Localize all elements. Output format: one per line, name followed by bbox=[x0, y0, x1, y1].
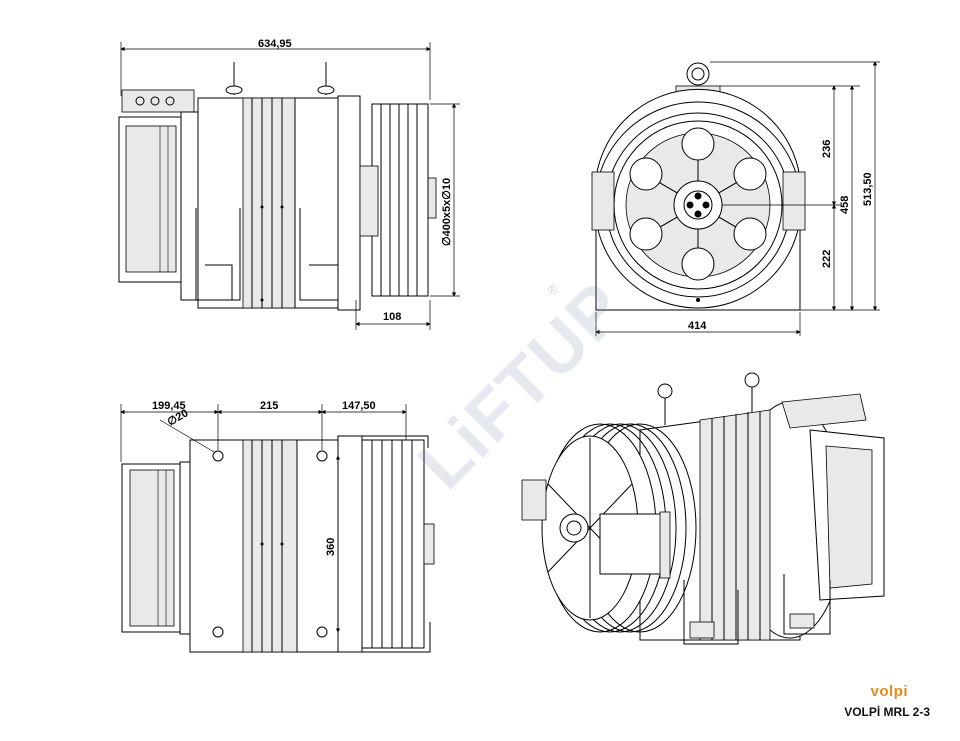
mount-a-label: 199,45 bbox=[152, 400, 186, 412]
sheave-label: ∅400x5x∅10 bbox=[441, 178, 453, 246]
top-view bbox=[121, 435, 435, 653]
mount-c-label: 147,50 bbox=[342, 400, 376, 412]
height-mid-label: 458 bbox=[839, 196, 851, 214]
dimension-sheave: ∅400x5x∅10 bbox=[430, 103, 460, 297]
mount-depth-label: 360 bbox=[325, 538, 337, 556]
height-total-label: 513,50 bbox=[862, 172, 874, 206]
front-view bbox=[591, 62, 806, 311]
dimension-sheave-width: 108 bbox=[355, 300, 431, 330]
dimension-heights: 236 222 458 513,50 bbox=[710, 61, 880, 311]
brand-logo: volpi bbox=[870, 683, 908, 700]
mount-b-label: 215 bbox=[260, 400, 278, 412]
watermark-registered-mark: ® bbox=[548, 282, 558, 297]
model-name: VOLPİ MRL 2-3 bbox=[844, 705, 930, 719]
height-top-label: 236 bbox=[821, 140, 833, 158]
dimension-width: 414 bbox=[595, 312, 801, 336]
isometric-view bbox=[521, 372, 885, 645]
side-view bbox=[118, 62, 437, 311]
overall-length-label: 634,95 bbox=[258, 38, 292, 50]
width-label: 414 bbox=[688, 320, 707, 332]
height-bottom-label: 222 bbox=[821, 250, 833, 268]
dimension-overall-length: 634,95 bbox=[120, 38, 431, 100]
sheave-width-label: 108 bbox=[383, 311, 401, 323]
dimension-mounting: 199,45 215 147,50 ∅20 360 bbox=[120, 400, 407, 633]
